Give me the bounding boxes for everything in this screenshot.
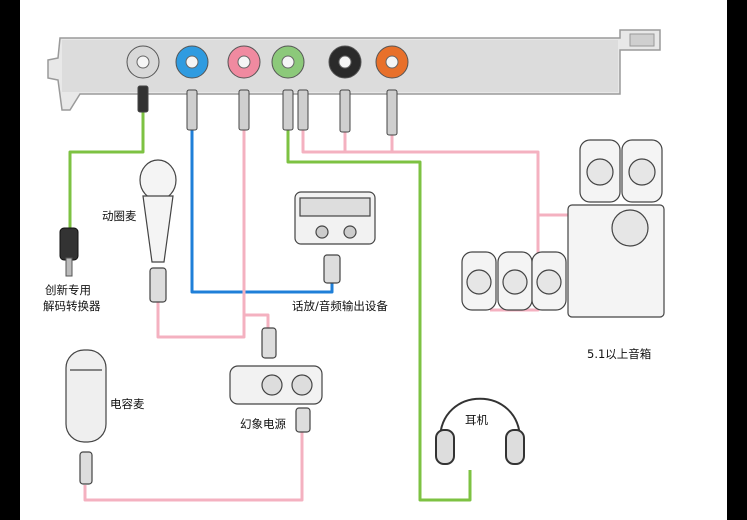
white-jack (126, 45, 160, 79)
speaker-system-graphic (461, 139, 665, 318)
pink-cable-condenser (83, 430, 304, 502)
blue-cable-output (190, 125, 334, 294)
converter-label-line1: 创新专用 (45, 283, 91, 297)
green-jack (271, 45, 305, 79)
headphones-graphic (435, 397, 525, 465)
decoder-converter (59, 227, 79, 277)
black-jack (328, 45, 362, 79)
condenser-mic-graphic (65, 349, 107, 485)
pink-cable-dynamic-mic (156, 125, 246, 339)
converter-label-line2: 解码转换器 (43, 299, 101, 313)
jack-plugs (137, 85, 398, 136)
output-device-label: 话放/音频输出设备 (292, 299, 388, 313)
output-device-graphic (294, 191, 376, 284)
green-cable-converter (68, 105, 145, 230)
dynamic-mic-label: 动圈麦 (102, 209, 137, 223)
pink-cable-phantom (244, 313, 270, 330)
headphones-label: 耳机 (465, 413, 488, 427)
pink-cable-speakers-a (301, 125, 575, 217)
condenser-mic-label: 电容麦 (110, 397, 145, 411)
blue-jack (175, 45, 209, 79)
dynamic-mic-graphic (139, 159, 177, 303)
green-cable-headphones (286, 120, 472, 502)
phantom-power-label: 幻象电源 (240, 417, 286, 431)
speakers-label: 5.1以上音箱 (587, 347, 652, 361)
orange-jack (375, 45, 409, 79)
pink-jack (227, 45, 261, 79)
phantom-power-graphic (229, 327, 323, 433)
audio-jacks (126, 45, 409, 79)
